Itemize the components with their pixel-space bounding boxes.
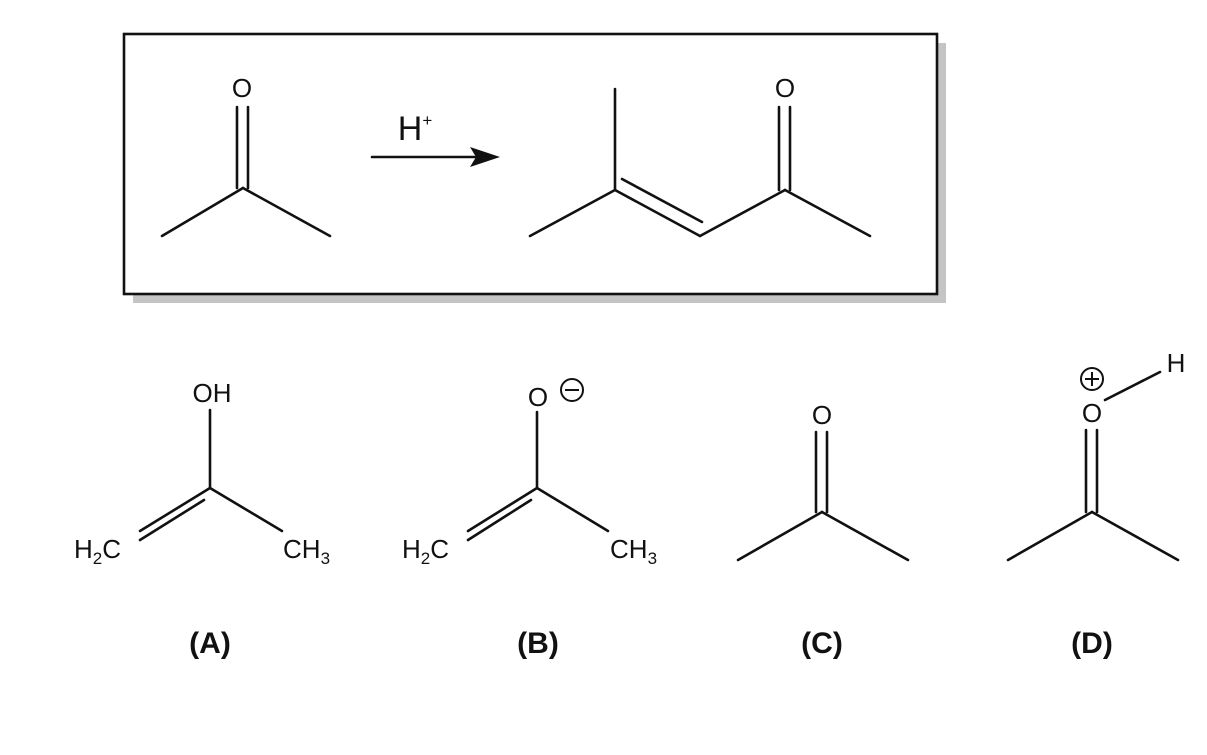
option-b-enolate: O H2C CH3 (B): [402, 378, 657, 660]
option-d-protonated-acetone: O H (D): [1006, 348, 1186, 660]
reaction-arrow-head: [470, 147, 500, 167]
option-a-double-bond-2: [138, 498, 206, 542]
reactant-oxygen-label: O: [232, 73, 252, 103]
option-b-negative-charge-icon: [560, 378, 584, 402]
option-a-label: (A): [189, 627, 231, 660]
option-d-right-bond: [1090, 510, 1180, 562]
option-a-left-group: H2C: [74, 534, 121, 568]
product-oxygen-label: O: [775, 73, 795, 103]
option-d-positive-charge-icon: [1080, 367, 1104, 391]
reactant-left-bond: [160, 186, 245, 238]
option-c-label: (C): [801, 627, 843, 660]
option-c-top-group: O: [812, 400, 832, 430]
option-b-double-bond-2: [466, 498, 533, 542]
reaction-box: [122, 32, 946, 303]
option-a-right-group: CH3: [283, 534, 330, 568]
option-d-side-group: H: [1167, 348, 1186, 378]
reaction-arrow-group: H+: [370, 110, 500, 167]
option-b-methyl-bond: [535, 486, 610, 533]
product-alkene-bond-1: [613, 188, 702, 238]
option-a-top-group: OH: [193, 378, 232, 408]
option-c-acetone: O (C): [736, 400, 910, 660]
option-c-left-bond: [736, 510, 824, 562]
product-mesityl-oxide: O: [528, 73, 872, 238]
box-frame: [122, 32, 939, 296]
option-b-double-bond-1: [466, 486, 539, 533]
product-terminal-methyl-bond: [783, 188, 872, 238]
option-b-label: (B): [517, 627, 559, 660]
option-a-methyl-bond: [208, 486, 284, 533]
product-methyl-left-bond: [528, 188, 617, 238]
option-d-top-group: O: [1082, 398, 1102, 428]
option-c-right-bond: [820, 510, 910, 562]
option-b-top-group: O: [528, 382, 548, 412]
option-d-oh-bond: [1103, 370, 1162, 402]
product-alkene-bond-2: [620, 177, 704, 224]
reagent-label: H+: [398, 110, 433, 148]
product-chain-bond: [698, 188, 787, 238]
option-b-right-group: CH3: [610, 534, 657, 568]
reactant-right-bond: [241, 186, 332, 238]
option-d-label: (D): [1071, 627, 1113, 660]
option-d-left-bond: [1006, 510, 1094, 562]
option-a-double-bond-1: [138, 486, 212, 533]
option-a-enol: OH H2C CH3 (A): [74, 378, 330, 660]
reactant-acetone: O: [160, 73, 332, 238]
option-b-left-group: H2C: [402, 534, 449, 568]
